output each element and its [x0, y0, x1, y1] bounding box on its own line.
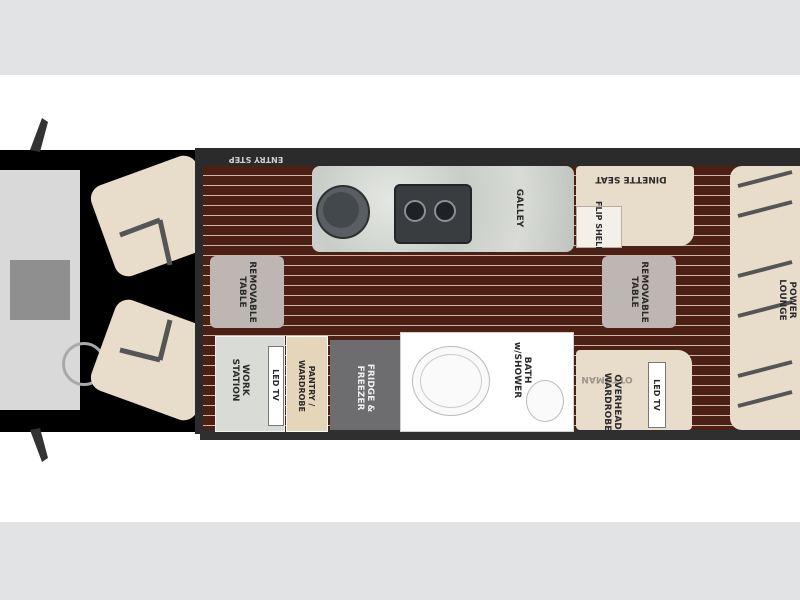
bath-shower-label: BATH w/SHOWER: [512, 341, 532, 399]
floor-edge: [200, 430, 800, 440]
seat-belt-2: [157, 219, 173, 266]
galley-label: GALLEY: [514, 188, 524, 228]
lounge-straps: [737, 170, 793, 408]
top-background-band: [0, 0, 800, 75]
sink-basin-icon: [323, 192, 359, 228]
burner-icon: [404, 200, 426, 222]
entry-step-label: ENTRY STEP: [228, 155, 284, 164]
flip-shelf-label: FLIP SHELF: [593, 201, 603, 252]
overhead-wardrobe: [576, 350, 692, 430]
flip-shelf: [576, 206, 622, 248]
removable-table-right: [602, 256, 676, 328]
seat-belt-1: [119, 217, 161, 238]
bath-sink-icon: [526, 380, 564, 422]
fridge-freezer-label: FRIDGE & FREEZER: [355, 363, 375, 413]
burner-icon: [434, 200, 456, 222]
removable-table-left: [210, 256, 284, 328]
seat-belts: [119, 217, 173, 363]
toilet-seat-icon: [420, 354, 482, 408]
fridge-freezer: [330, 340, 400, 430]
dashboard-inner: [10, 260, 70, 320]
seat-belt-3: [119, 347, 161, 363]
left-mirror-top: [30, 118, 48, 152]
pantry-wardrobe: [286, 336, 328, 432]
removable-table-left-label: REMOVABLE TABLE: [237, 261, 257, 323]
led-tv-left: [268, 346, 284, 426]
overhead-wardrobe-label: OVERHEAD WARDROBE: [602, 372, 622, 432]
removable-table-right-label: REMOVABLE TABLE: [629, 261, 649, 323]
work-station-label: WORK STATION: [230, 358, 250, 402]
power-lounge-label: POWER LOUNGE: [777, 279, 797, 321]
dinette-seat-label: DINETTE SEAT: [595, 174, 667, 184]
led-tv-right: [648, 362, 666, 428]
left-mirror-bottom: [30, 428, 48, 462]
led-tv-left-label: LED TV: [271, 369, 280, 401]
pantry-wardrobe-label: PANTRY / WARDROBE: [297, 360, 316, 412]
seat-belt-4: [157, 319, 173, 361]
flip-shelf-text: FLIP SHELF: [594, 201, 603, 252]
bottom-background-band: [0, 522, 800, 600]
led-tv-right-label: LED TV: [652, 379, 661, 411]
